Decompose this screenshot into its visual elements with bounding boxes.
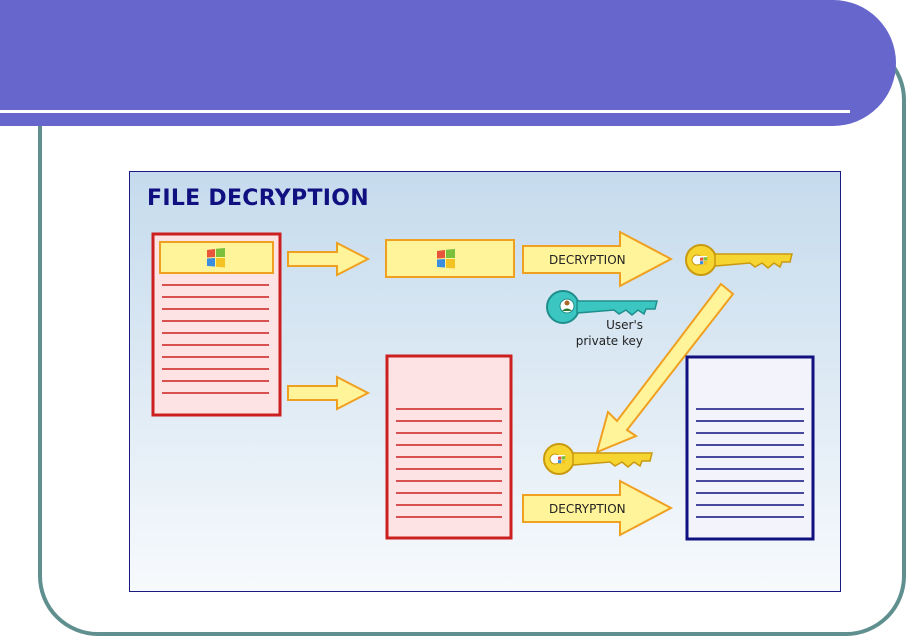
file-decryption-diagram: DECRYPTION User's private key	[129, 171, 841, 592]
slide-header-band	[0, 0, 896, 126]
user-private-key-icon	[546, 290, 658, 324]
drf-header-field	[159, 241, 274, 274]
file-encryption-key-icon	[685, 244, 793, 276]
decryption-arrow-top	[522, 230, 674, 288]
decryption-arrow-bottom	[522, 479, 674, 537]
diagram-canvas: DECRYPTION User's private key	[151, 230, 815, 541]
decrypted-file-lines	[696, 408, 804, 518]
encrypted-content-lines	[396, 408, 502, 518]
file-encryption-key-icon	[543, 443, 653, 475]
extracted-drf-field	[385, 239, 515, 278]
arrow-extract-encrypted-content	[287, 375, 371, 411]
encrypted-file-document	[151, 232, 282, 417]
decryption-arrow-top-label: DECRYPTION	[549, 253, 626, 267]
private-key-caption-line2: private key	[576, 334, 643, 348]
encrypted-file-lines	[162, 284, 269, 394]
encrypted-content-document	[385, 354, 513, 540]
header-divider	[0, 110, 850, 113]
diagram-title: FILE DECRYPTION	[147, 186, 369, 211]
decrypted-file-document	[685, 355, 815, 541]
private-key-caption-line1: User's	[606, 318, 643, 332]
arrow-decrypted-fek	[595, 282, 735, 454]
decryption-arrow-bottom-label: DECRYPTION	[549, 502, 626, 516]
arrow-extract-drf	[287, 241, 371, 277]
